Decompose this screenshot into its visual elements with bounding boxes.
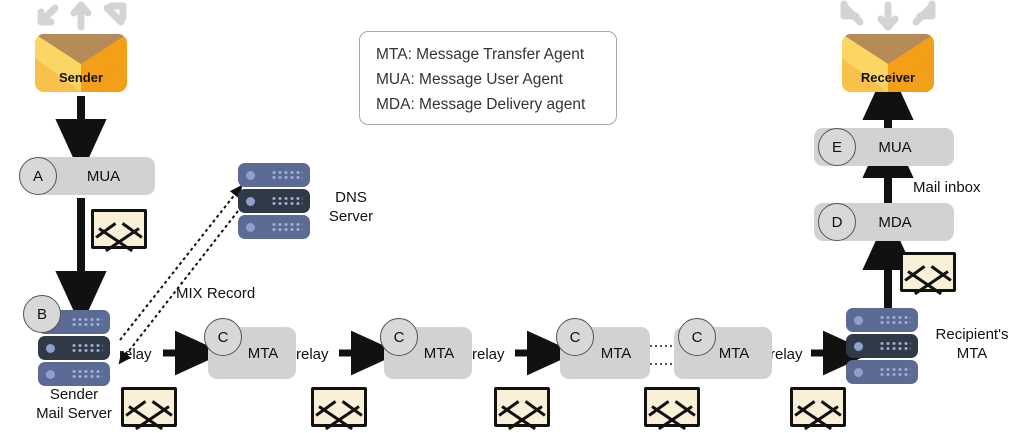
letter-fold-left [125, 400, 147, 417]
letter-icon-6 [790, 387, 846, 427]
mix-record-label: MIX Record [176, 285, 256, 302]
letter-fold-right [820, 400, 842, 417]
letter-icon-3 [311, 387, 367, 427]
server-led [46, 343, 55, 353]
server-vents [271, 170, 303, 180]
envelope-flap [842, 34, 934, 92]
agent-mta-4-label: MTA [718, 344, 750, 362]
agent-mta-2-label: MTA [423, 344, 455, 362]
server-unit-mid [238, 189, 310, 213]
letter-fold-left [648, 400, 670, 417]
dns-label-line2: Server [328, 208, 374, 225]
step-badge-c-3: C [556, 318, 594, 356]
letter-fold-right [151, 400, 173, 417]
letter-fold-right [930, 265, 952, 282]
letter-fold-right [341, 400, 363, 417]
arrow-mix-query [119, 184, 243, 341]
server-unit-mid [846, 334, 918, 358]
server-led [854, 367, 863, 377]
sender-server-label-line1: Sender [49, 386, 99, 403]
legend-line-mta: MTA: Message Transfer Agent [376, 46, 585, 63]
server-unit-bottom [846, 360, 918, 384]
recipient-mta-label-line2: MTA [956, 345, 988, 362]
step-badge-a: A [19, 157, 57, 195]
relay-label-3: relay [472, 346, 505, 363]
server-vents [71, 317, 103, 327]
step-badge-c-2: C [380, 318, 418, 356]
sender-envelope-label: Sender [58, 70, 104, 85]
recipient-mta-server[interactable] [846, 308, 918, 386]
letter-fold-left [794, 400, 816, 417]
legend-line-mda: MDA: Message Delivery agent [376, 96, 586, 113]
letter-icon-5 [644, 387, 700, 427]
dns-label-line1: DNS [335, 189, 367, 206]
sender-mail-server-label: Sender Mail Server [8, 385, 140, 423]
server-unit-top [846, 308, 918, 332]
letter-fold-left [904, 265, 926, 282]
receiver-hint-arrows [840, 0, 936, 31]
server-led [46, 369, 55, 379]
step-badge-c-4: C [678, 318, 716, 356]
dns-server[interactable] [238, 163, 310, 241]
letter-fold-left [315, 400, 337, 417]
server-vents [271, 222, 303, 232]
letter-fold-right [524, 400, 546, 417]
letter-fold-left [95, 222, 117, 239]
receiver-envelope-label: Receiver [860, 70, 916, 85]
sender-hint-arrows [37, 1, 127, 31]
mail-inbox-label: Mail inbox [913, 179, 981, 196]
relay-label-4: relay [770, 346, 803, 363]
step-badge-d: D [818, 203, 856, 241]
server-unit-bottom [38, 362, 110, 386]
letter-fold-right [121, 222, 143, 239]
letter-fold-right [674, 400, 696, 417]
letter-icon-4 [494, 387, 550, 427]
envelope-flap [35, 34, 127, 92]
server-led [854, 315, 863, 325]
letter-icon-2 [121, 387, 177, 427]
letter-icon-7 [900, 252, 956, 292]
step-badge-e: E [818, 128, 856, 166]
server-unit-mid [38, 336, 110, 360]
server-led [246, 222, 255, 232]
recipient-mta-label: Recipient's MTA [924, 325, 1016, 363]
server-vents [71, 343, 103, 353]
server-unit-top [238, 163, 310, 187]
server-led [854, 341, 863, 351]
recipient-mta-label-line1: Recipient's [935, 326, 1009, 343]
sender-server-label-line2: Mail Server [36, 405, 112, 422]
relay-label-1: relay [119, 346, 152, 363]
dns-server-label: DNS Server [318, 188, 384, 226]
legend-box: MTA: Message Transfer Agent MUA: Message… [359, 31, 617, 125]
legend-line-mua: MUA: Message User Agent [376, 71, 563, 88]
server-vents [879, 367, 911, 377]
agent-mta-1-label: MTA [247, 344, 279, 362]
step-badge-c-1: C [204, 318, 242, 356]
letter-icon-1 [91, 209, 147, 249]
relay-label-2: relay [296, 346, 329, 363]
agent-mta-3-label: MTA [600, 344, 632, 362]
server-vents [271, 196, 303, 206]
server-vents [71, 369, 103, 379]
server-led [246, 170, 255, 180]
sender-envelope: Sender [35, 34, 127, 92]
server-vents [879, 315, 911, 325]
agent-mda-label: MDA [878, 213, 912, 231]
server-unit-bottom [238, 215, 310, 239]
agent-mua-sender-label: MUA [86, 167, 121, 185]
agent-mua-receiver-label: MUA [878, 138, 912, 156]
letter-fold-left [498, 400, 520, 417]
receiver-envelope: Receiver [842, 34, 934, 92]
step-badge-b: B [23, 295, 61, 333]
server-vents [879, 341, 911, 351]
server-led [246, 196, 255, 206]
arrow-mix-response [118, 210, 239, 365]
